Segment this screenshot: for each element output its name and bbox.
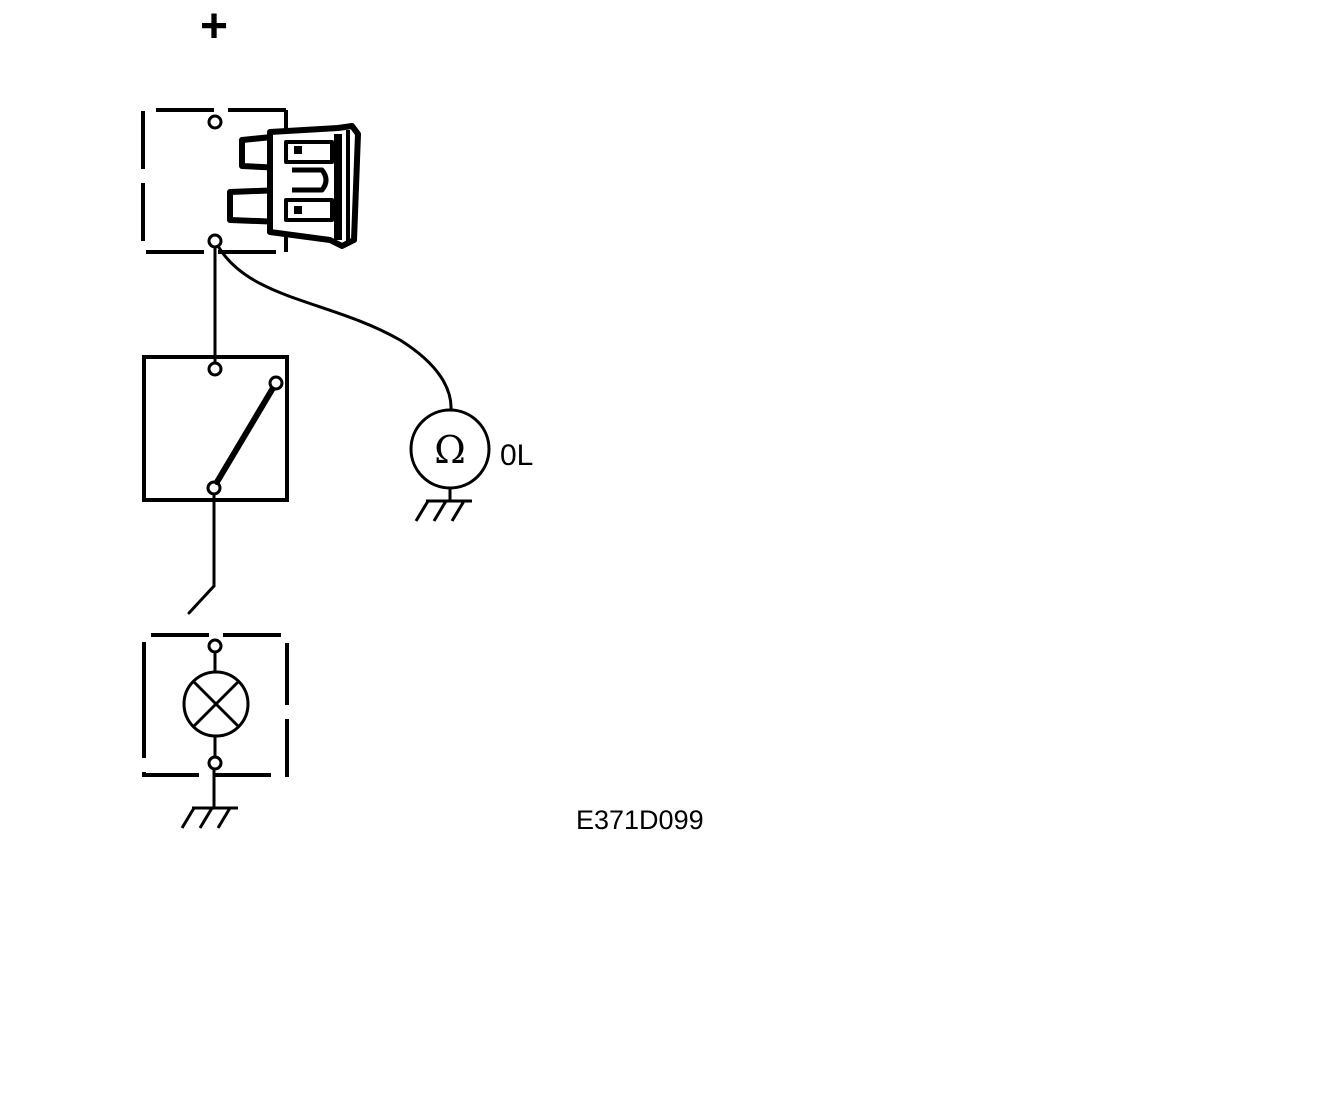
switch-icon (214, 385, 276, 485)
supply-symbol: + (200, 0, 228, 53)
lamp-terminal-top (207, 638, 223, 654)
ohmmeter-icon: Ω (409, 408, 491, 490)
blade-fuse-icon (227, 123, 361, 249)
ohm-symbol: Ω (434, 428, 466, 472)
fuse-terminal-top (207, 114, 223, 130)
lamp-icon (182, 670, 250, 738)
open-circuit-wire (187, 492, 216, 615)
ground-icon (414, 488, 472, 522)
figure-code: E371D099 (576, 805, 704, 835)
lamp-block (142, 633, 289, 777)
meter-probe-lead (216, 244, 453, 412)
switch-box (142, 355, 289, 502)
switch-terminal-top (207, 361, 223, 377)
lamp-terminal-bottom (207, 755, 223, 771)
fuse-block (141, 108, 288, 254)
meter-reading: 0L (500, 439, 533, 472)
switch-pivot (268, 375, 284, 391)
ground-icon (180, 769, 238, 829)
